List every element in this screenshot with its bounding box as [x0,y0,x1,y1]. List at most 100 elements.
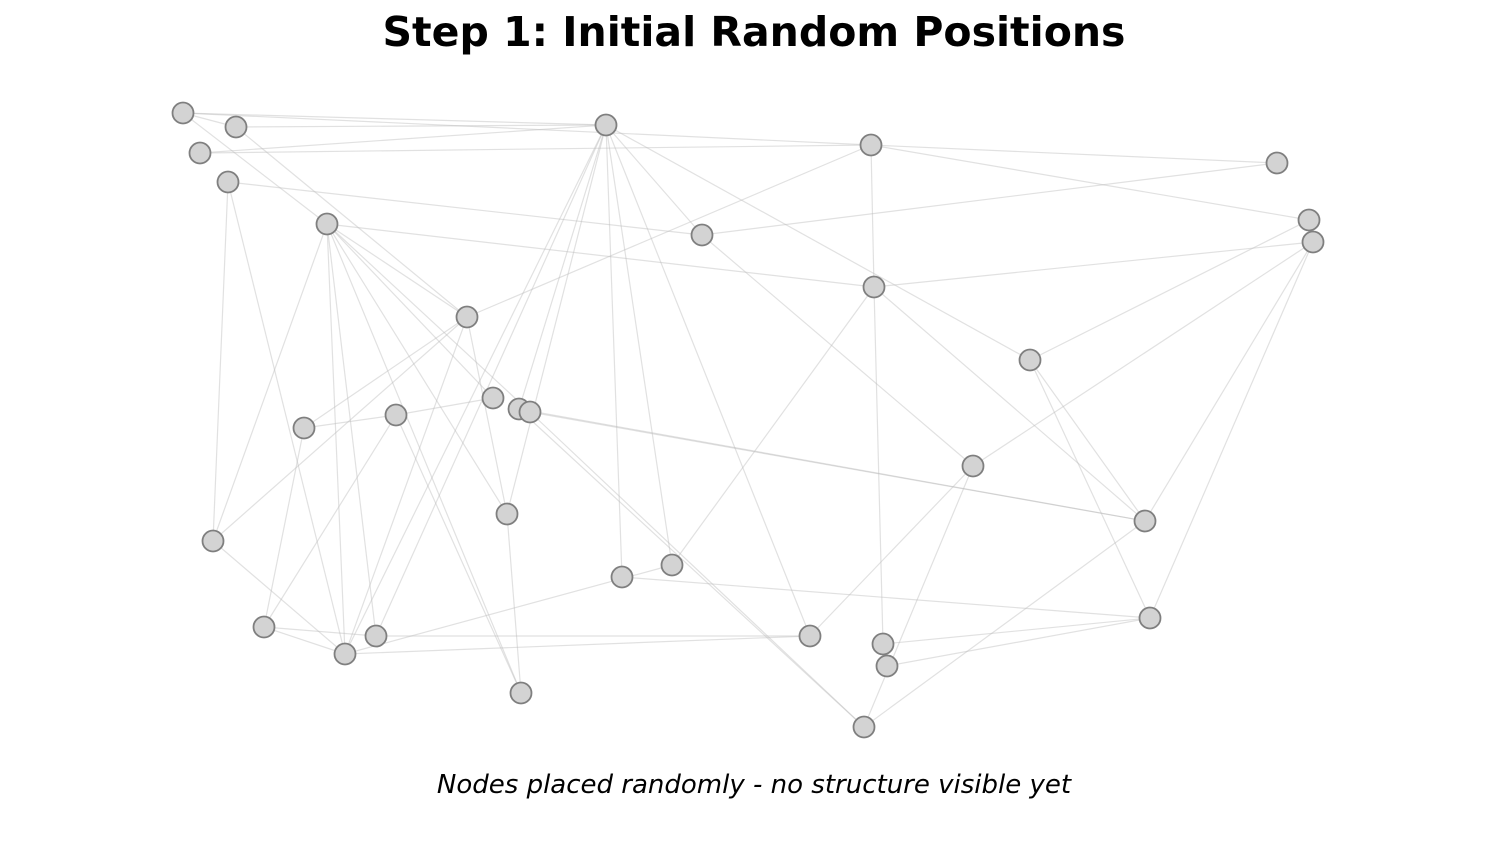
graph-edge [873,286,884,645]
graph-edge [605,124,703,236]
graph-edge [809,465,974,637]
graph-edge [863,465,974,728]
graph-edge [1029,359,1151,619]
graph-edge [529,411,865,728]
graph-edge [518,408,865,728]
graph-node [875,654,899,678]
graph-node [1301,230,1325,254]
graph-node [1018,348,1042,372]
graph-node [292,416,316,440]
graph-edge [344,124,607,655]
graph-edge [506,124,607,515]
graph-node [364,624,388,648]
graph-edge [518,124,607,410]
graph-edge [227,181,703,236]
graph-node [862,275,886,299]
graph-edge [466,316,508,515]
edge-layer [182,112,1314,728]
graph-edge [466,144,872,318]
graph-edge [263,427,305,628]
graph-edge [344,635,811,655]
graph-edge [326,223,494,399]
graph-edge [326,223,531,413]
graph-node [384,403,408,427]
graph-edge [605,124,811,637]
graph-edge [870,144,1310,221]
graph-edge [1144,241,1314,522]
graph-node [852,715,876,739]
graph-node [1297,208,1321,232]
graph-edge [605,124,623,578]
graph-node [252,615,276,639]
graph-edge [182,112,328,225]
graph-edge [605,124,1031,361]
graph-edge [863,520,1146,728]
graph-edge [621,576,1151,619]
graph-node [518,400,542,424]
graph-node [871,632,895,656]
graph-edge [1029,359,1146,522]
graph-edge [199,144,872,154]
graph-edge [326,223,377,637]
graph-edge [972,241,1314,467]
graph-edge [212,181,229,542]
graph-node [315,212,339,236]
graph-edge [529,411,1146,522]
graph-node [188,141,212,165]
graph-edge [212,223,328,542]
graph-edge [326,223,522,694]
graph-node [610,565,634,589]
graph-node [455,305,479,329]
graph-edge [263,626,377,637]
graph-node [216,170,240,194]
graph-edge [518,408,1146,522]
chart-subtitle: Nodes placed randomly - no structure vis… [436,770,1072,800]
graph-edge [326,223,346,655]
graph-edge [870,144,875,288]
graph-edge [671,286,875,566]
graph-node [333,642,357,666]
graph-edge [701,162,1278,236]
graph-node [961,454,985,478]
graph-edge [263,414,397,628]
graph-node [495,502,519,526]
chart-title: Step 1: Initial Random Positions [382,8,1126,56]
graph-edge [182,112,607,126]
graph-edge [344,316,468,655]
graph-edge [701,234,974,467]
graph-edge [182,112,872,146]
graph-node [201,529,225,553]
graph-node [509,681,533,705]
graph-node [224,115,248,139]
graph-node [660,553,684,577]
graph-edge [227,181,346,655]
graph-edge [199,124,607,154]
graph-edge [395,414,522,694]
graph-node [690,223,714,247]
graph-edge [870,144,1278,164]
node-layer [171,101,1325,739]
graph-node [1138,606,1162,630]
graph-node [171,101,195,125]
graph-edge [506,513,522,694]
graph-edge [212,316,468,542]
graph-edge [326,223,468,318]
graph-edge [873,241,1314,288]
graph-edge [235,126,468,318]
graph-node [1265,151,1289,175]
graph-edge [1029,219,1310,361]
graph-edge [263,626,346,655]
graph-edge [235,124,607,128]
graph-node [594,113,618,137]
graph-node [798,624,822,648]
graph-edge [326,223,508,515]
graph-edge [326,223,875,288]
graph-edge [375,124,607,637]
graph-edge [395,397,494,416]
graph-node [859,133,883,157]
graph-edge [886,617,1151,667]
graph-edge [212,540,346,655]
graph-edge [1149,241,1314,619]
